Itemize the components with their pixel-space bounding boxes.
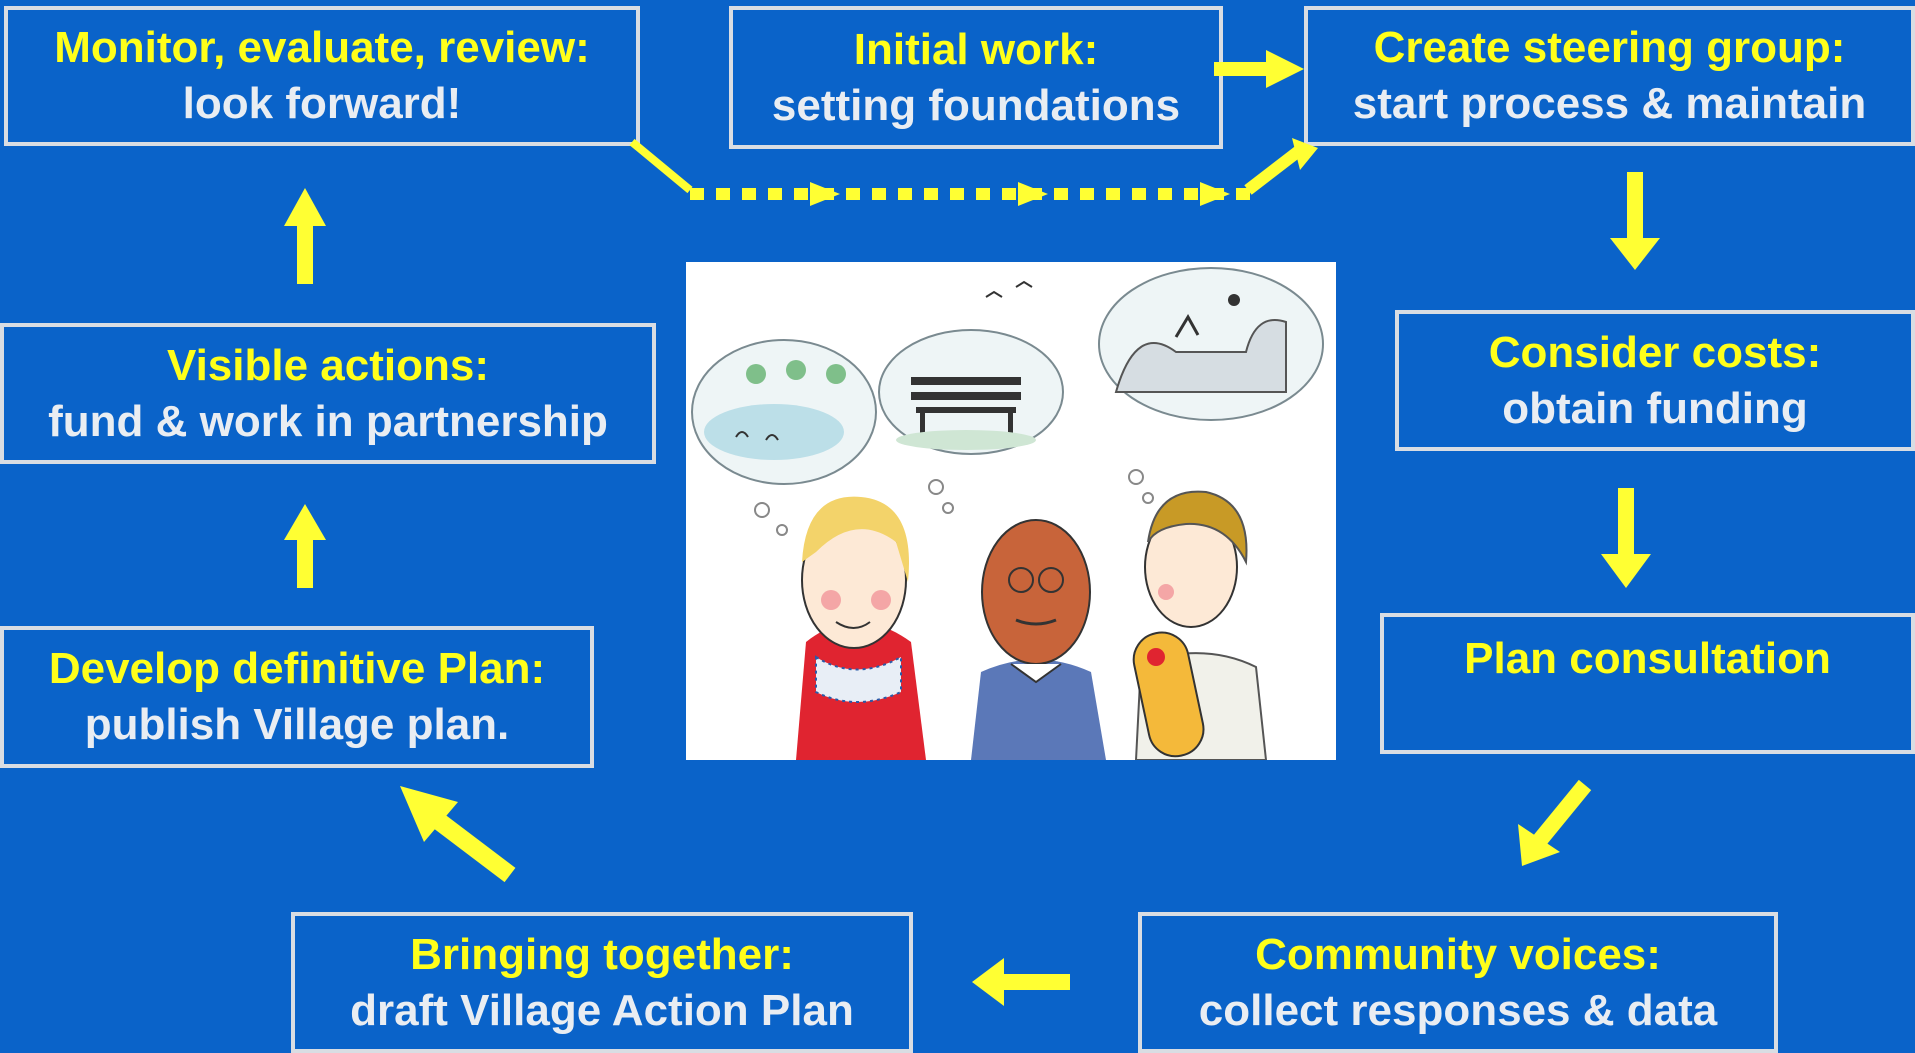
step-costs-sub: obtain funding xyxy=(1502,383,1808,433)
step-costs-title: Consider costs: xyxy=(1488,327,1822,377)
step-consultation: Plan consultation xyxy=(1380,613,1915,754)
villagers-illustration xyxy=(686,262,1336,761)
arrow-monitor-loop-connector xyxy=(629,138,1318,206)
step-develop: Develop definitive Plan: publish Village… xyxy=(0,626,594,768)
step-steering-title: Create steering group: xyxy=(1373,23,1846,72)
step-steering: Create steering group: start process & m… xyxy=(1304,6,1915,146)
pond-thought-icon xyxy=(691,339,877,536)
skater-figure-icon xyxy=(1132,490,1268,761)
arrow-voices-to-together xyxy=(972,958,1070,1006)
villagers-drawing-icon xyxy=(691,267,1324,761)
step-monitor-sub: look forward! xyxy=(182,79,462,128)
step-develop-sub: publish Village plan. xyxy=(84,700,510,749)
arrow-steering-to-costs xyxy=(1610,172,1660,270)
step-develop-title: Develop definitive Plan: xyxy=(48,644,546,693)
step-monitor-title: Monitor, evaluate, review: xyxy=(54,23,590,72)
step-steering-sub: start process & maintain xyxy=(1352,79,1867,128)
step-visible: Visible actions: fund & work in partners… xyxy=(0,323,656,464)
step-consultation-title: Plan consultation xyxy=(1464,634,1831,683)
step-visible-sub: fund & work in partnership xyxy=(48,396,608,446)
skatepark-thought-icon xyxy=(985,267,1324,504)
step-initial-title: Initial work: xyxy=(853,24,1099,74)
step-visible-title: Visible actions: xyxy=(167,340,489,390)
arrow-consultation-to-voices xyxy=(1518,779,1592,866)
step-costs: Consider costs: obtain funding xyxy=(1395,310,1915,451)
arrow-costs-to-consultation xyxy=(1601,488,1651,588)
woman-figure-icon xyxy=(796,496,926,760)
man-figure-icon xyxy=(971,519,1106,760)
step-together: Bringing together: draft Village Action … xyxy=(291,912,913,1053)
arrow-develop-to-visible xyxy=(284,504,326,588)
step-voices: Community voices: collect responses & da… xyxy=(1138,912,1778,1053)
arrow-visible-to-monitor xyxy=(284,188,326,284)
step-together-title: Bringing together: xyxy=(410,929,794,979)
step-voices-title: Community voices: xyxy=(1255,929,1661,979)
step-initial: Initial work: setting foundations xyxy=(729,6,1223,149)
step-voices-sub: collect responses & data xyxy=(1198,985,1718,1035)
bench-thought-icon xyxy=(878,329,1064,514)
arrow-together-to-develop xyxy=(400,786,516,883)
step-initial-sub: setting foundations xyxy=(771,80,1181,130)
arrow-initial-to-steering xyxy=(1214,50,1304,88)
step-together-sub: draft Village Action Plan xyxy=(350,985,854,1035)
step-monitor: Monitor, evaluate, review: look forward! xyxy=(4,6,640,146)
